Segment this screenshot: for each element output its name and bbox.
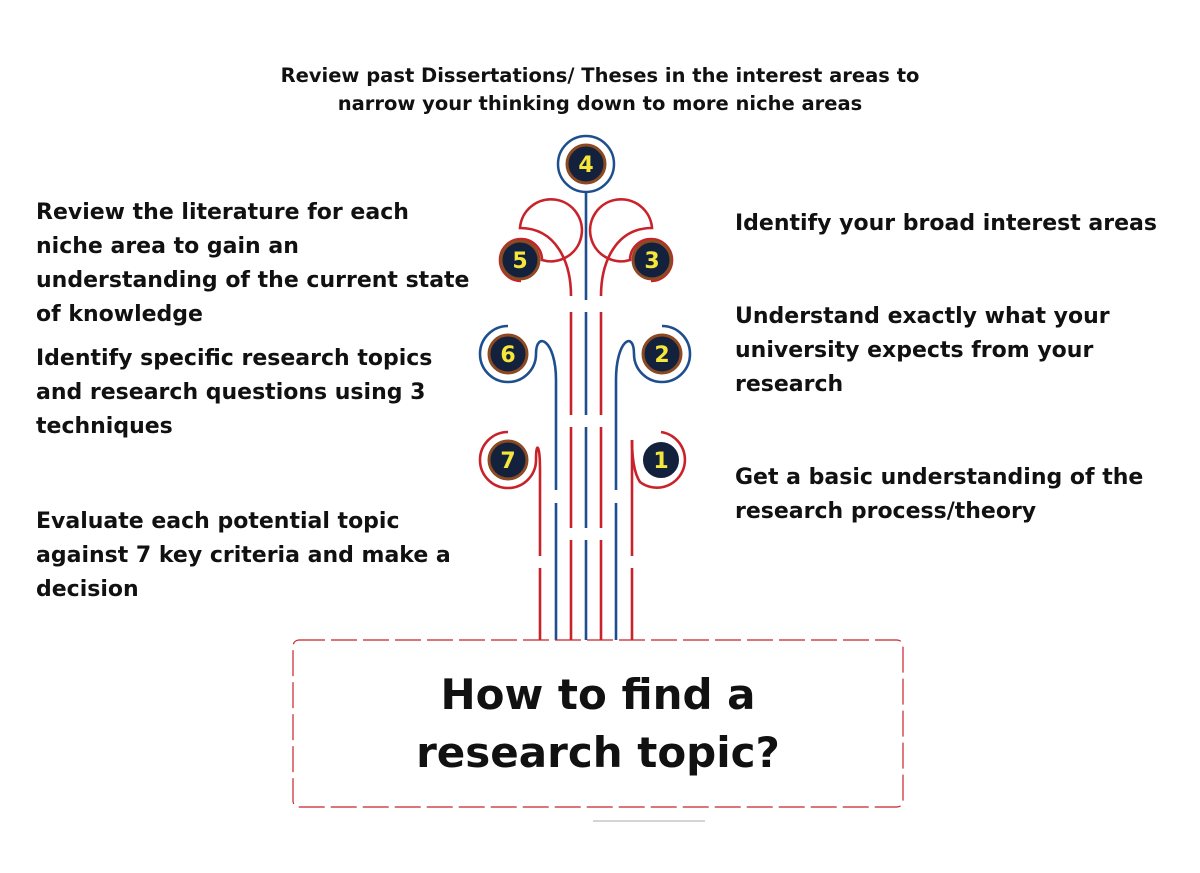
step-2-badge[interactable]: 2 [641,333,683,375]
step-4-inner-circle [565,143,607,185]
step-7-number: 7 [500,449,515,474]
step-2-inner-circle [641,333,683,375]
step-6-number: 6 [500,343,515,368]
stem-lines [478,192,692,640]
step-1-text: Get a basic understanding of the researc… [735,465,1144,524]
step-2-number: 2 [654,343,669,368]
step-1-number: 1 [653,449,668,474]
diagram-title: How to find a research topic? [416,669,780,777]
step-6-inner-circle [487,333,529,375]
step-5-number: 5 [512,249,527,274]
base-underline [593,820,705,822]
step-5-badge[interactable]: 5 [499,239,541,281]
step-5-inner-circle [499,239,541,281]
step-1-badge[interactable]: 1 [643,442,679,478]
stem-7-curl [478,430,542,490]
step-4-outer-ring [556,134,616,194]
step-3-badge[interactable]: 3 [631,239,673,281]
step-7-inner-circle [487,439,529,481]
step-3-number: 3 [644,249,659,274]
step-7-text: Evaluate each potential topic against 7 … [36,509,451,602]
title-box: How to find a research topic? [293,640,903,807]
title-box-border [292,639,904,808]
step-3-inner-circle [631,239,673,281]
stem-2-curl [614,324,692,384]
step-6-text: Identify specific research topics and re… [36,346,433,439]
step-7-badge[interactable]: 7 [487,439,529,481]
step-4-text: Review past Dissertations/ Theses in the… [280,64,920,115]
step-4-badge[interactable]: 4 [556,134,616,194]
step-3-text: Identify your broad interest areas [735,211,1157,236]
stem-1-curl [630,430,687,489]
step-6-badge[interactable]: 6 [487,333,529,375]
step-1-inner-circle [643,442,679,478]
step-4-number: 4 [578,153,593,178]
stem-6-curl [478,324,558,384]
step-5-text: Review the literature for each niche are… [36,200,470,327]
step-2-text: Understand exactly what your university … [735,304,1110,397]
